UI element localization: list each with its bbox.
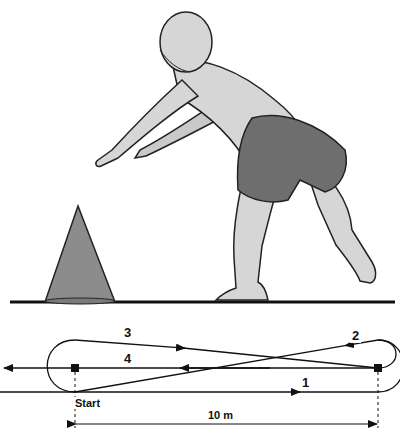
path-number: 4 <box>122 352 133 366</box>
path-number: 1 <box>300 376 311 390</box>
path-number: 3 <box>122 326 133 340</box>
start-label: Start <box>73 397 102 409</box>
dimension-label: 10 m <box>206 409 235 421</box>
path-number: 2 <box>350 329 361 343</box>
